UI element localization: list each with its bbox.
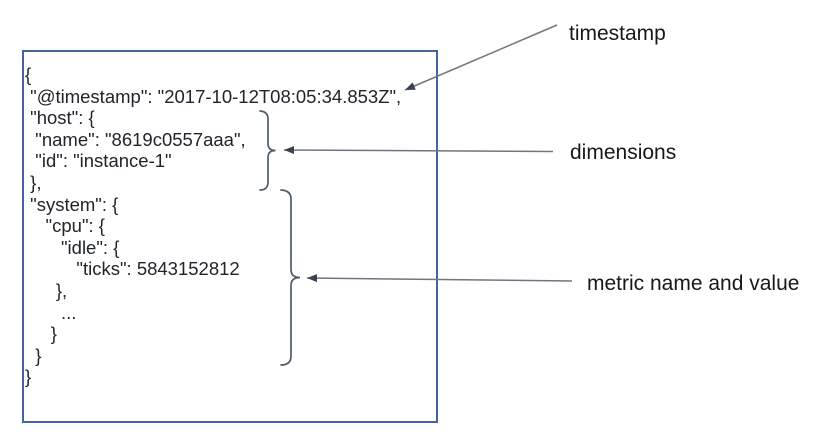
- annotation-label-dimensions: dimensions: [570, 141, 677, 164]
- annotation-label-metric: metric name and value: [587, 272, 800, 295]
- json-code: { "@timestamp": "2017-10-12T08:05:34.853…: [25, 64, 402, 388]
- annotation-label-timestamp: timestamp: [569, 22, 666, 45]
- json-document-box: { "@timestamp": "2017-10-12T08:05:34.853…: [22, 50, 438, 423]
